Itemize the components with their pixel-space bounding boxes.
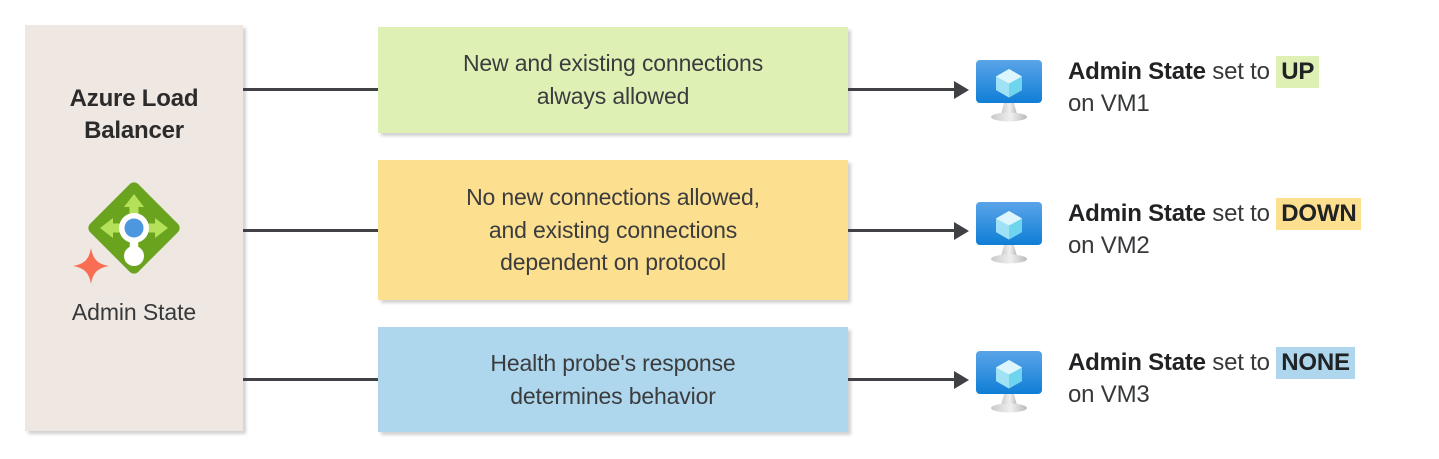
vm-label-1-line2: on VM1 <box>1068 89 1150 117</box>
virtual-machine-icon <box>972 194 1046 268</box>
connector-line-rule-3-to-vm3 <box>848 378 956 381</box>
rule-up-line1: New and existing connections <box>462 50 764 77</box>
vm-label-3-line2: on VM3 <box>1068 380 1150 408</box>
rule-box-up-text: New and existing connections always allo… <box>463 47 763 112</box>
admin-state-bold-1: Admin State <box>1068 58 1206 85</box>
vm-label-1-line1: Admin State set to UP <box>1068 56 1320 88</box>
rule-box-down: No new connections allowed, and existing… <box>378 160 848 300</box>
arrow-head-icon-vm1 <box>954 80 969 99</box>
vm-row-3: Admin State set to NONE on VM3 <box>972 343 1355 417</box>
rule-box-none: Health probe's response determines behav… <box>378 327 848 432</box>
vm-row-2: Admin State set to DOWN on VM2 <box>972 194 1362 268</box>
load-balancer-title-line1: Azure Load <box>69 85 199 112</box>
load-balancer-title-line2: Balancer <box>84 116 184 144</box>
azure-load-balancer-panel: Azure Load Balancer <box>25 25 243 431</box>
vm-label-1: Admin State set to UP on VM1 <box>1068 52 1320 120</box>
status-badge-none: NONE <box>1276 347 1355 379</box>
connector-line-lb-to-rule-3 <box>243 378 378 381</box>
connector-line-lb-to-rule-1 <box>243 88 378 91</box>
vm-label-2-line2: on VM2 <box>1068 231 1150 259</box>
status-badge-down: DOWN <box>1276 198 1362 230</box>
rule-none-line2: determines behavior <box>510 382 716 409</box>
rule-down-line2: and existing connections <box>488 216 738 243</box>
vm-label-3: Admin State set to NONE on VM3 <box>1068 343 1355 411</box>
vm-label-2: Admin State set to DOWN on VM2 <box>1068 194 1362 262</box>
load-balancer-title: Azure Load Balancer <box>25 83 243 146</box>
azure-load-balancer-icon <box>25 180 243 290</box>
load-balancer-sublabel: Admin State <box>71 299 197 325</box>
vm-label-2-line1: Admin State set to DOWN <box>1068 198 1362 230</box>
rule-up-line2: always allowed <box>536 83 690 109</box>
rule-down-line3: dependent on protocol <box>500 249 726 276</box>
rule-none-line1: Health probe's response <box>490 349 736 376</box>
arrow-head-icon-vm3 <box>954 370 969 389</box>
set-to-text-3: set to <box>1205 349 1277 376</box>
vm-label-3-line1: Admin State set to NONE <box>1068 347 1355 379</box>
connector-line-rule-1-to-vm1 <box>848 88 956 91</box>
connector-line-lb-to-rule-2 <box>243 229 378 232</box>
rule-box-down-text: No new connections allowed, and existing… <box>466 181 760 279</box>
status-badge-up: UP <box>1276 56 1320 88</box>
admin-state-bold-2: Admin State <box>1068 200 1206 227</box>
virtual-machine-icon <box>972 343 1046 417</box>
rule-box-none-text: Health probe's response determines behav… <box>490 347 735 412</box>
rule-down-line1: No new connections allowed, <box>466 184 760 211</box>
vm-row-1: Admin State set to UP on VM1 <box>972 52 1320 126</box>
set-to-text-2: set to <box>1205 200 1277 227</box>
admin-state-bold-3: Admin State <box>1068 349 1206 376</box>
set-to-text-1: set to <box>1205 58 1277 85</box>
virtual-machine-icon <box>972 52 1046 126</box>
connector-line-rule-2-to-vm2 <box>848 229 956 232</box>
rule-box-up: New and existing connections always allo… <box>378 27 848 133</box>
arrow-head-icon-vm2 <box>954 221 969 240</box>
